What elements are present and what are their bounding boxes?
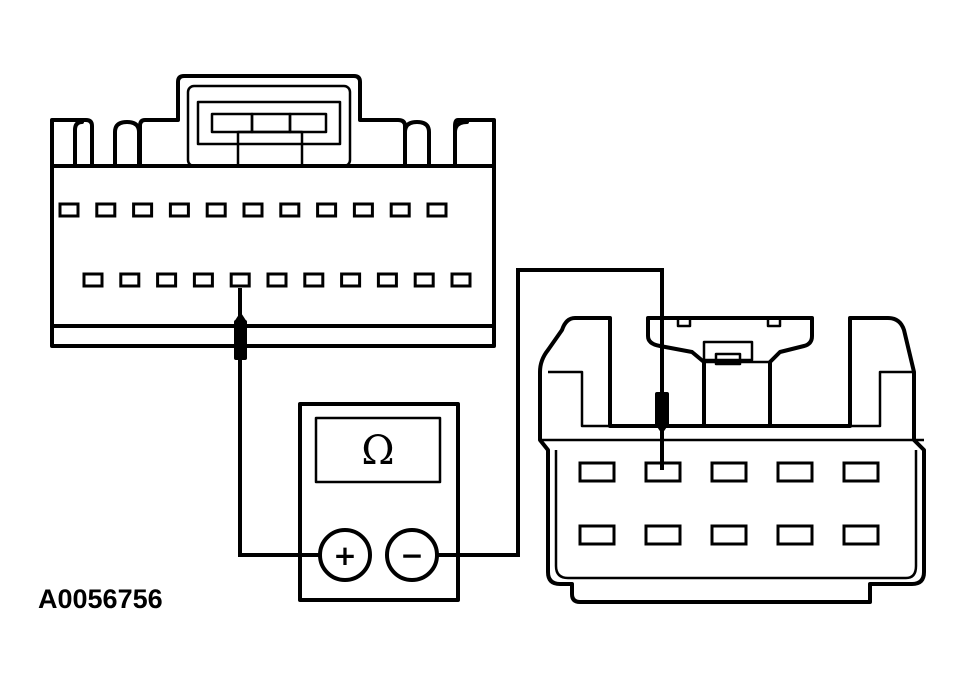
left-connector-top-pins [58,202,448,218]
ohmmeter: Ω + − [298,402,460,602]
negative-lead-wire [436,268,664,557]
negative-probe [655,392,669,434]
left-bottom-pin-1 [82,272,104,288]
left-top-pin-11 [426,202,448,218]
left-top-pin-6 [242,202,264,218]
positive-probe [234,312,247,360]
negative-terminal-label: − [400,539,423,572]
left-bottom-pin-4 [192,272,214,288]
right-latch-notch-1 [676,316,692,328]
positive-terminal-label: + [333,539,356,572]
left-top-pin-7 [279,202,301,218]
left-top-pin-9 [352,202,374,218]
right-top-pin-4 [776,461,814,483]
left-top-pin-3 [132,202,154,218]
right-connector-top-pins [578,461,880,483]
left-connector-bump-4 [453,120,469,168]
left-bottom-pin-3 [156,272,178,288]
right-connector-side-left [548,370,610,428]
right-bottom-pin-5 [842,524,880,546]
positive-lead-wire [238,288,320,557]
left-connector-bump-2 [113,120,141,168]
left-bottom-pin-8 [340,272,362,288]
left-bottom-pin-11 [450,272,472,288]
left-bottom-pin-5 [229,272,251,288]
right-connector-outer [538,316,926,604]
right-latch-outline [646,316,814,428]
left-top-pin-5 [205,202,227,218]
negative-terminal [385,528,439,582]
left-latch-slot-2 [250,112,292,134]
right-top-pin-3 [710,461,748,483]
left-bottom-pin-6 [266,272,288,288]
right-bottom-pin-3 [710,524,748,546]
ohmmeter-body [298,402,460,602]
right-top-pin-1 [578,461,616,483]
right-connector-bottom-pins [578,524,880,546]
right-latch-notch-2 [766,316,782,328]
left-latch-slot-1 [210,112,254,134]
right-top-pin-5 [842,461,880,483]
left-bottom-pin-2 [119,272,141,288]
right-bottom-pin-2 [644,524,682,546]
ohm-symbol: Ω [361,428,394,474]
figure-id-label: A0056756 [38,584,163,614]
right-latch-button [702,340,754,362]
negative-probe-point [655,424,669,434]
negative-probe-tip [655,392,669,426]
left-connector-bottom-pins [82,272,472,288]
left-top-pin-4 [168,202,190,218]
ohmmeter-display [314,416,442,484]
positive-terminal [318,528,372,582]
left-connector-bump-3 [403,120,431,168]
left-bottom-pin-9 [376,272,398,288]
left-top-pin-2 [95,202,117,218]
right-latch-button-inner [714,352,742,366]
positive-probe-tip [234,320,247,360]
right-connector-side-right [850,370,914,428]
right-bottom-pin-4 [776,524,814,546]
left-latch-tab [236,130,304,168]
positive-probe-point [234,312,247,322]
left-bottom-pin-10 [413,272,435,288]
right-connector-inner-outline [554,450,918,580]
left-bottom-pin-7 [303,272,325,288]
left-top-pin-8 [316,202,338,218]
test-leads [238,268,664,557]
left-connector-bump-1 [73,120,84,168]
right-bottom-pin-1 [578,524,616,546]
left-connector [50,74,496,348]
left-top-pin-1 [58,202,80,218]
left-latch-inner [196,100,342,146]
left-latch-slot-3 [288,112,328,134]
left-top-pin-10 [389,202,411,218]
right-connector [538,316,926,604]
